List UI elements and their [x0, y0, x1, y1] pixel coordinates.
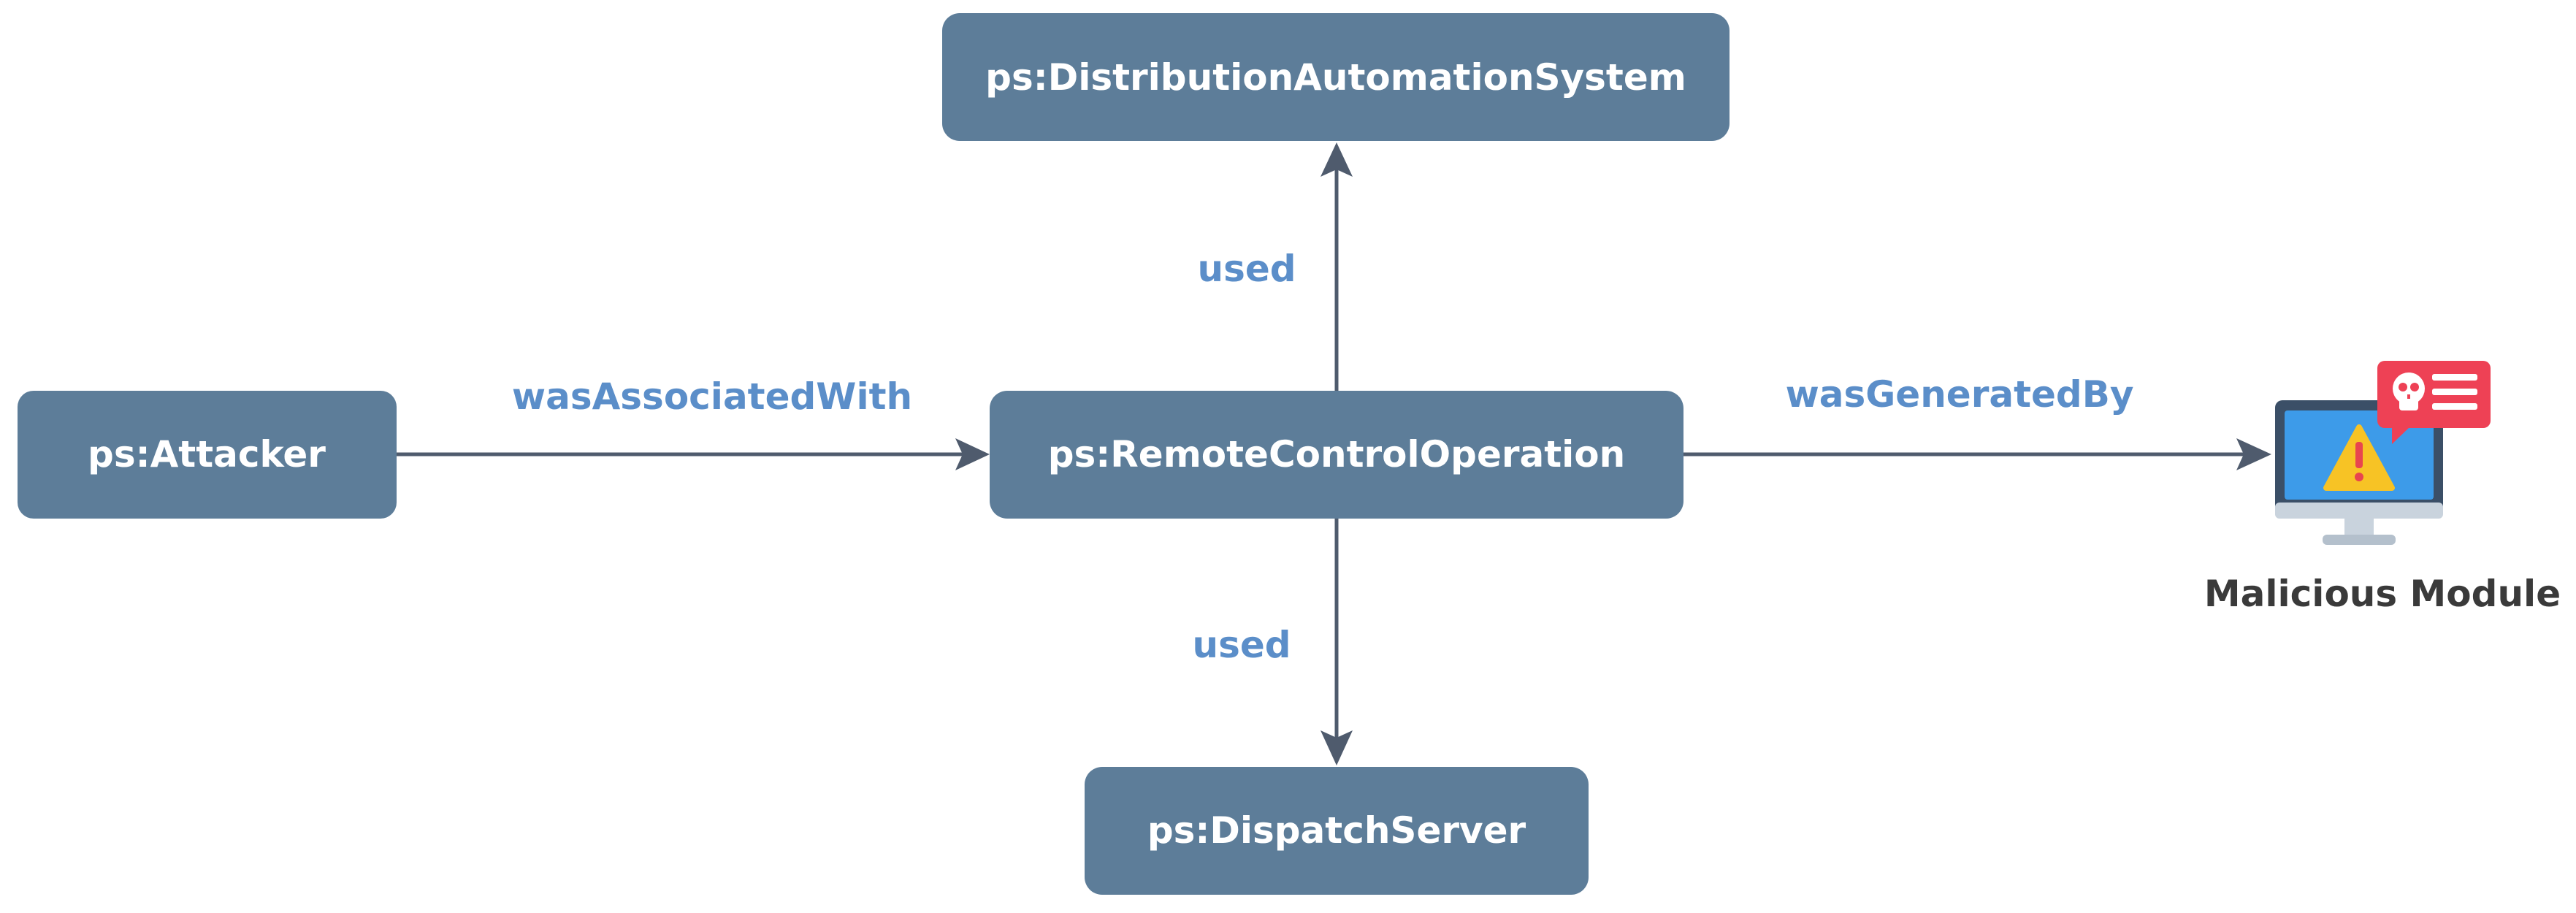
skull-icon: [2393, 373, 2425, 410]
edge-used-up: [1321, 142, 1353, 391]
node-dispatch-server[interactable]: ps:DispatchServer: [1085, 767, 1589, 895]
warning-icon: [2323, 424, 2395, 491]
node-attacker[interactable]: ps:Attacker: [18, 391, 397, 519]
node-distribution-automation-system[interactable]: ps:DistributionAutomationSystem: [942, 13, 1730, 141]
monitor-neck: [2344, 519, 2374, 536]
edge-label-was-associated-with: wasAssociatedWith: [512, 375, 912, 418]
node-label-attacker: ps:Attacker: [88, 433, 326, 475]
monitor-base: [2323, 535, 2396, 545]
monitor-chin: [2275, 503, 2443, 519]
module-label: Malicious Module: [2204, 573, 2561, 615]
node-label-distribution-automation-system: ps:DistributionAutomationSystem: [985, 56, 1686, 99]
malicious-computer-icon[interactable]: [2275, 361, 2491, 545]
node-remote-control-operation[interactable]: ps:RemoteControlOperation: [990, 391, 1683, 519]
edge-label-was-generated-by: wasGeneratedBy: [1786, 373, 2134, 416]
edge-used-down: [1321, 519, 1353, 765]
alert-bubble-icon: [2377, 361, 2491, 444]
edge-was-associated-with: [397, 438, 990, 470]
edge-label-used-up: used: [1197, 248, 1296, 290]
edge-was-generated-by: [1683, 438, 2271, 470]
edge-label-used-down: used: [1192, 624, 1291, 666]
node-label-dispatch-server: ps:DispatchServer: [1147, 809, 1526, 852]
node-label-remote-control-operation: ps:RemoteControlOperation: [1048, 433, 1626, 475]
